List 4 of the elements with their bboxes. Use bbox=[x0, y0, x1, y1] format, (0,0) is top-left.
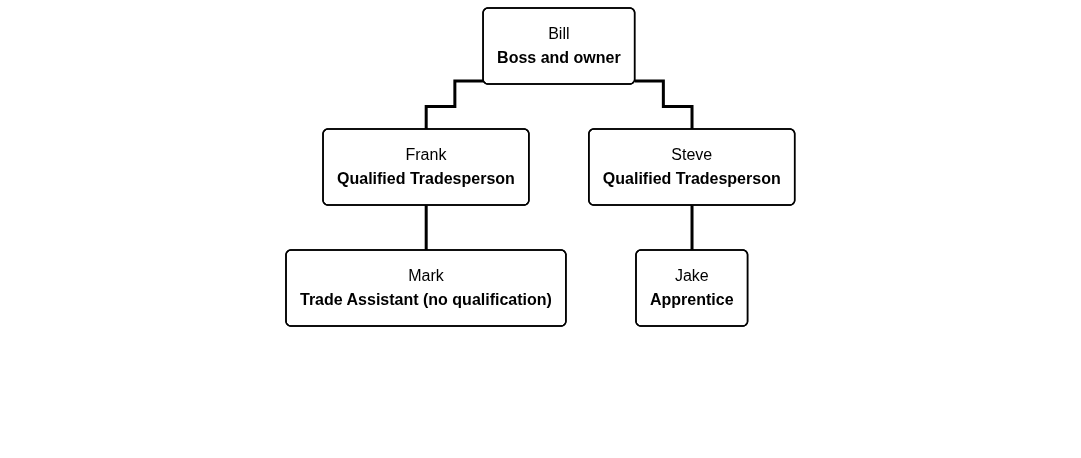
connector bbox=[690, 204, 694, 252]
connector bbox=[424, 79, 484, 131]
connector bbox=[424, 204, 429, 252]
connector bbox=[635, 79, 694, 131]
